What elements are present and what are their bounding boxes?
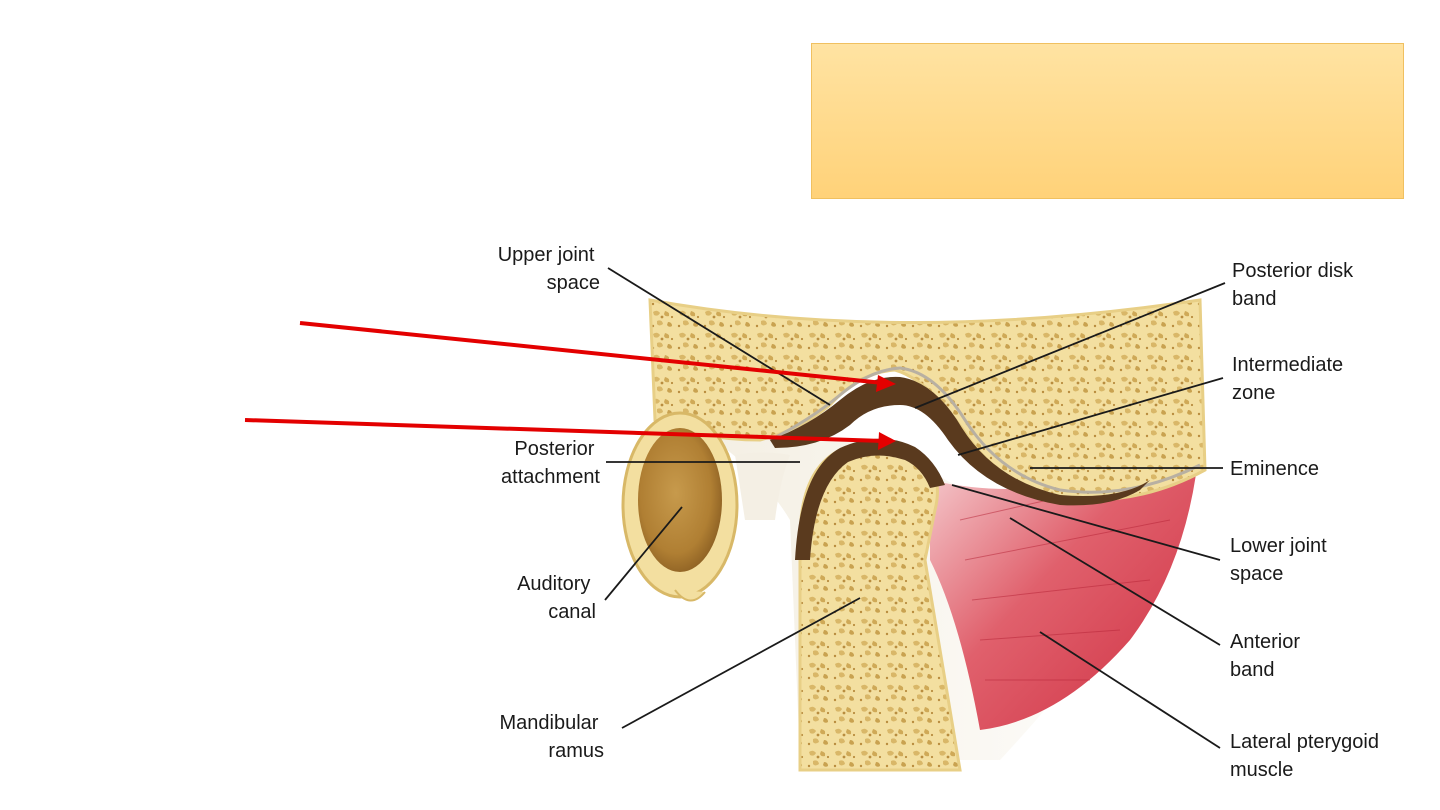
label-lateral-pterygoid-muscle-line2: muscle [1230, 759, 1293, 781]
label-lateral-pterygoid-muscle-line1: Lateral pterygoid [1230, 731, 1379, 753]
label-posterior-attachment-line1: Posterior [514, 438, 594, 460]
label-upper-joint-space-line2: space [547, 272, 600, 294]
label-lower-joint-space-line1: Lower joint [1230, 535, 1327, 557]
label-intermediate-zone-line2: zone [1232, 382, 1275, 404]
label-intermediate-zone-line1: Intermediate [1232, 354, 1343, 376]
label-lower-joint-space: Lower joint space [1230, 535, 1332, 585]
label-mandibular-ramus-line1: Mandibular [499, 712, 598, 734]
label-eminence-line1: Eminence [1230, 458, 1319, 480]
label-auditory-canal-line1: Auditory [517, 573, 590, 595]
auditory-canal-lumen [638, 428, 722, 572]
label-upper-joint-space-line1: Upper joint [498, 244, 595, 266]
label-anterior-band-line2: band [1230, 659, 1275, 681]
label-posterior-disk-band-line2: band [1232, 288, 1277, 310]
label-mandibular-ramus-line2: ramus [548, 740, 604, 762]
label-anterior-band: Anterior band [1230, 631, 1306, 681]
label-eminence: Eminence [1230, 458, 1319, 480]
label-auditory-canal: Auditory canal [517, 573, 596, 623]
label-posterior-disk-band: Posterior disk band [1232, 260, 1359, 310]
label-posterior-attachment-line2: attachment [501, 466, 600, 488]
label-mandibular-ramus: Mandibular ramus [499, 712, 604, 762]
label-lateral-pterygoid-muscle: Lateral pterygoid muscle [1230, 731, 1385, 781]
label-lower-joint-space-line2: space [1230, 563, 1283, 585]
label-anterior-band-line1: Anterior [1230, 631, 1300, 653]
label-posterior-attachment: Posterior attachment [501, 438, 600, 488]
label-intermediate-zone: Intermediate zone [1232, 354, 1349, 404]
label-upper-joint-space: Upper joint space [498, 244, 600, 294]
label-posterior-disk-band-line1: Posterior disk [1232, 260, 1354, 282]
label-auditory-canal-line2: canal [548, 601, 596, 623]
